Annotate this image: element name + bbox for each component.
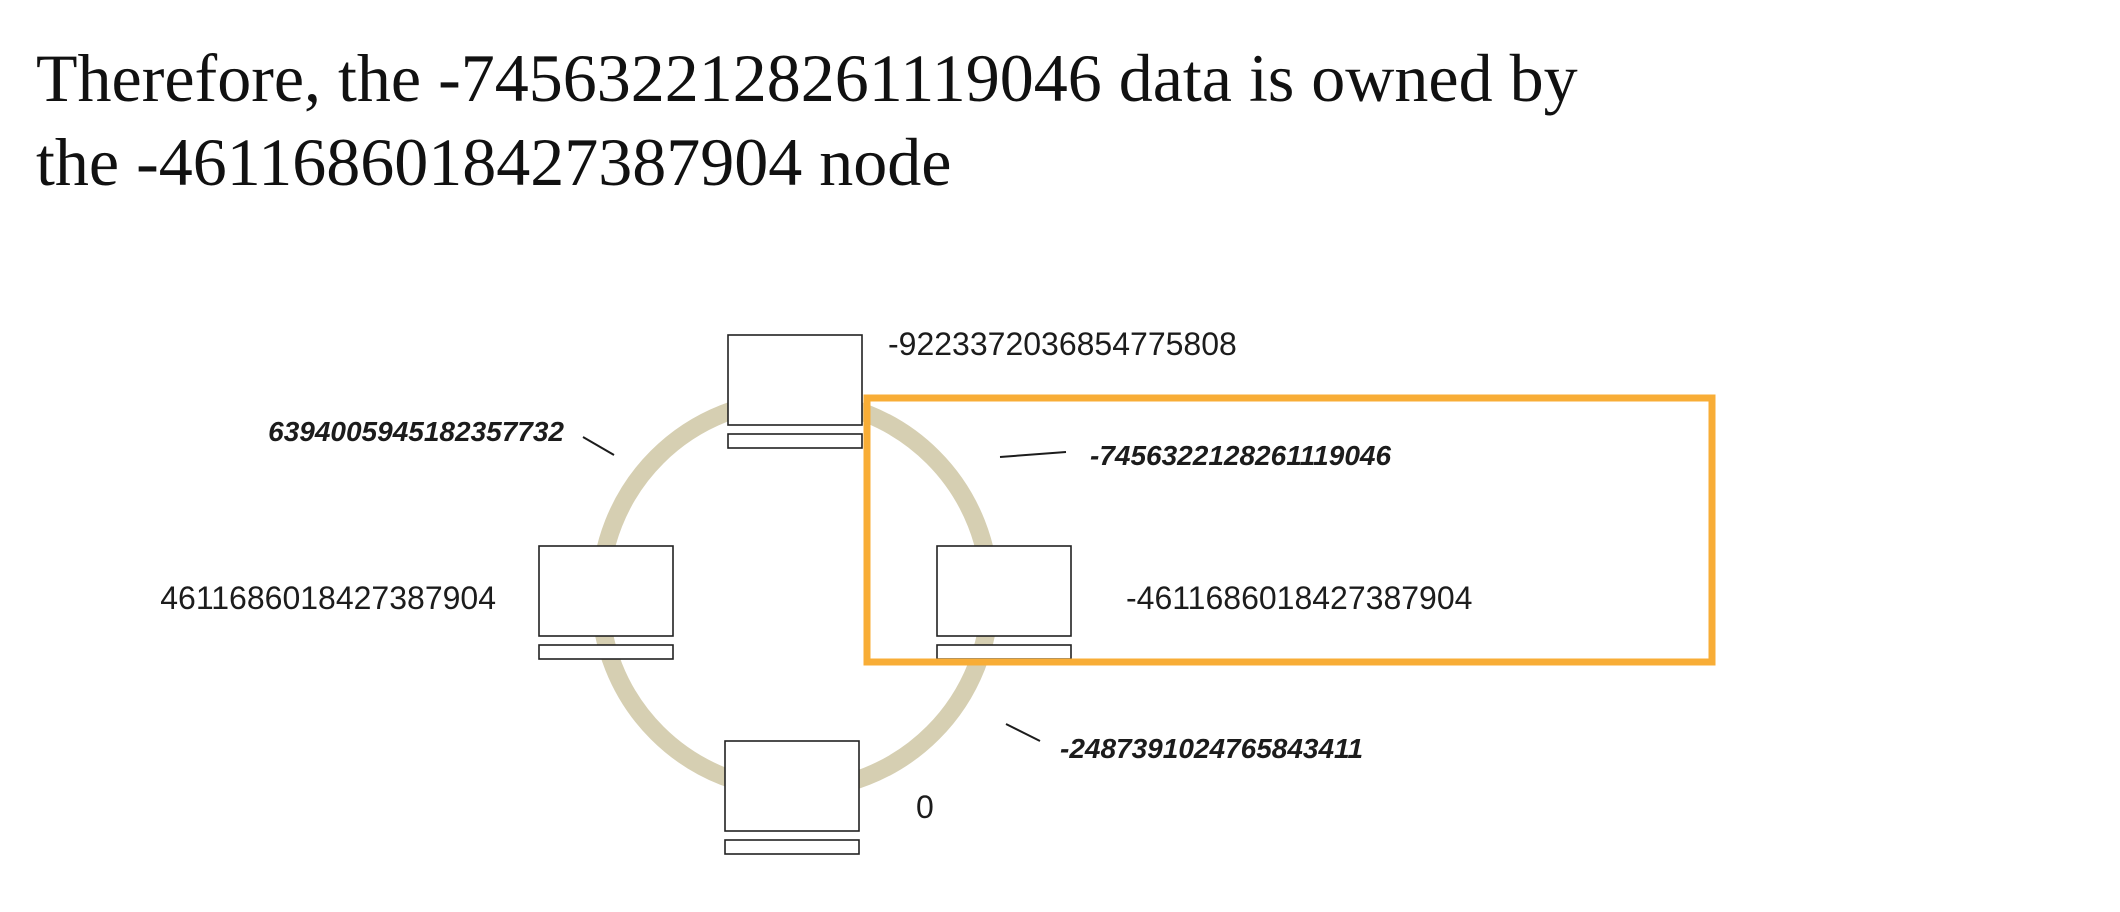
node-token-bottom: 0 [916,789,934,825]
node-bottom: 0 [724,740,934,855]
laptop-icon [724,740,860,855]
heading-line-2: the -4611686018427387904 node [36,124,952,200]
ownership-highlight [863,394,1716,666]
node-token-left: 4611686018427387904 [160,580,496,616]
slide-heading: Therefore, the -7456322128261119046 data… [36,36,1736,204]
heading-line-1: Therefore, the -7456322128261119046 data… [36,40,1578,116]
pointer-upper-right [999,451,1067,458]
data-token-upper-right: -7456322128261119046 [1090,440,1391,471]
data-token-upper-left: 6394005945182357732 [268,416,564,447]
laptop-icon [936,545,1072,660]
pointer-lower-right [1005,723,1041,742]
data-token-lower-right: -2487391024765843411 [1060,733,1363,764]
node-token-top: -9223372036854775808 [888,326,1237,362]
pointer-upper-left [582,436,615,456]
laptop-icon [727,334,863,449]
node-token-right: -4611686018427387904 [1126,580,1472,616]
node-top: -9223372036854775808 [727,326,1237,449]
node-right: -4611686018427387904 [936,545,1472,660]
node-left: 4611686018427387904 [160,545,674,660]
laptop-icon [538,545,674,660]
